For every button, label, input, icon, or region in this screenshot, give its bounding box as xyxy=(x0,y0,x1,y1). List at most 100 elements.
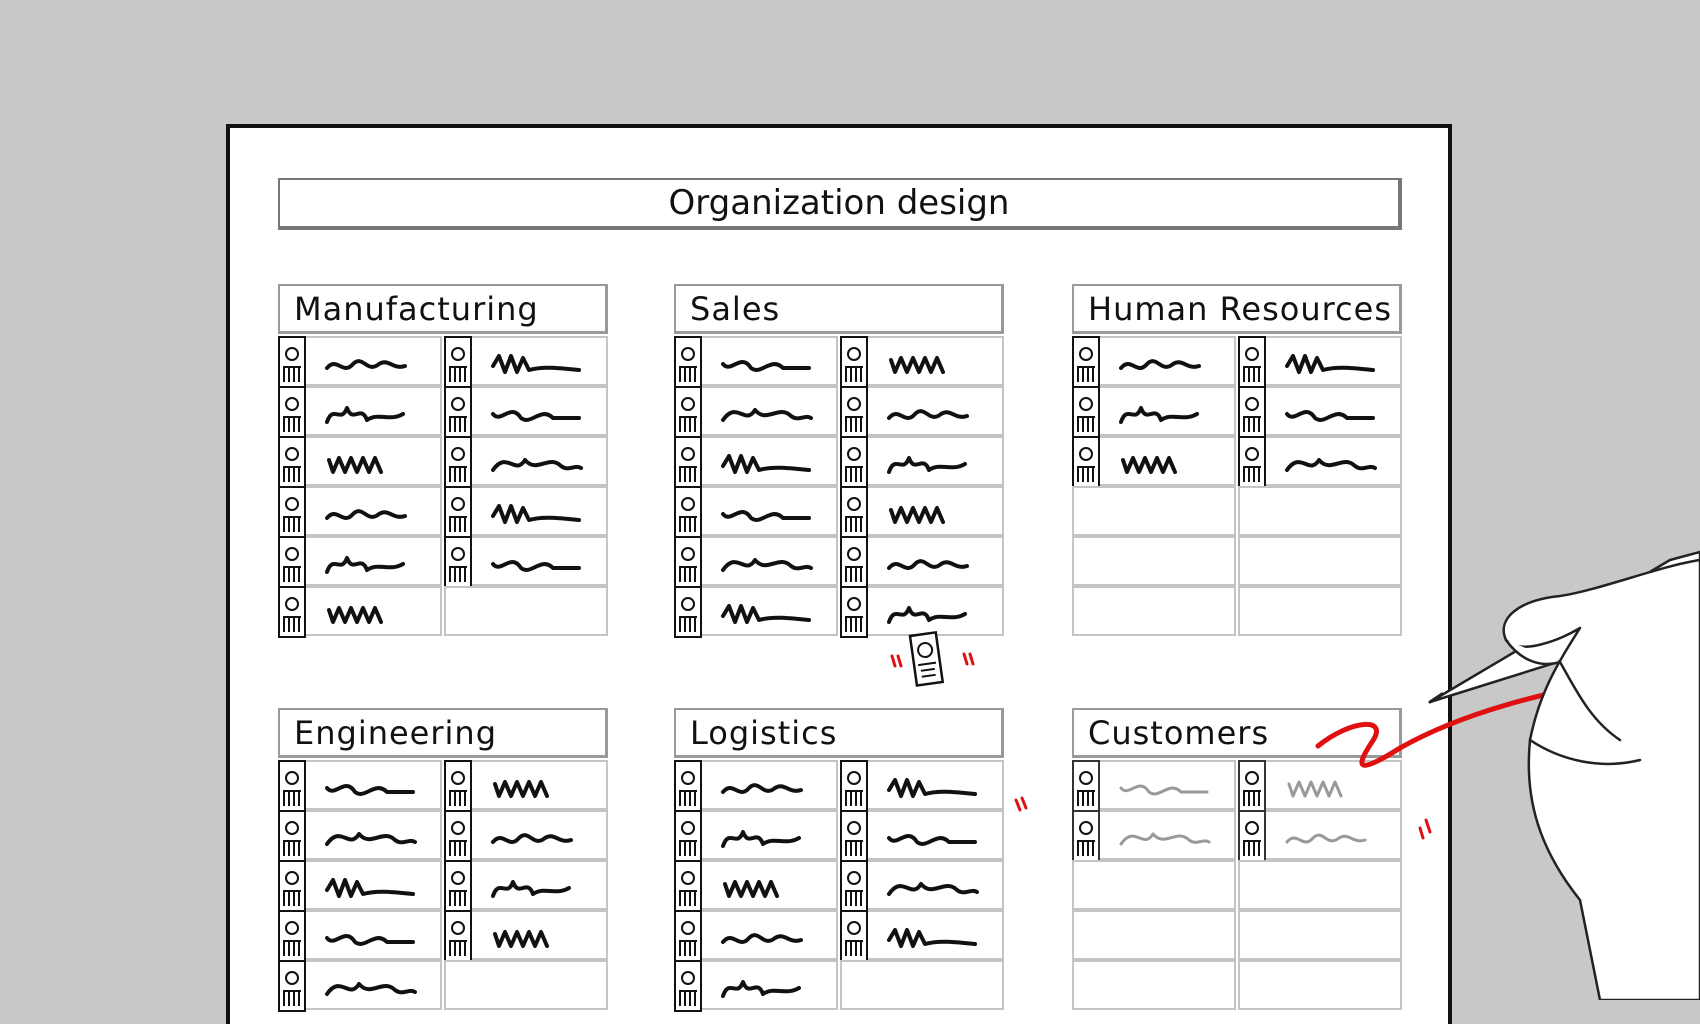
person-card-icon[interactable] xyxy=(674,960,702,1012)
person-card-icon[interactable] xyxy=(444,810,472,862)
member-slot[interactable] xyxy=(278,960,442,1012)
member-slot[interactable] xyxy=(674,860,838,912)
person-card-icon[interactable] xyxy=(840,760,868,812)
person-card-icon[interactable] xyxy=(1072,436,1100,488)
person-card-icon[interactable] xyxy=(278,810,306,862)
person-card-icon[interactable] xyxy=(444,910,472,962)
member-slot[interactable] xyxy=(674,910,838,962)
empty-slot[interactable] xyxy=(840,960,1004,1010)
person-card-icon[interactable] xyxy=(278,536,306,588)
person-card-icon[interactable] xyxy=(674,586,702,638)
member-slot[interactable] xyxy=(674,760,838,812)
person-card-icon[interactable] xyxy=(674,386,702,438)
empty-slot[interactable] xyxy=(444,960,608,1010)
member-slot[interactable] xyxy=(278,436,442,488)
member-slot[interactable] xyxy=(674,960,838,1012)
member-slot[interactable] xyxy=(278,910,442,962)
member-slot[interactable] xyxy=(444,436,608,488)
member-slot[interactable] xyxy=(840,810,1004,862)
member-slot[interactable] xyxy=(278,860,442,912)
empty-slot[interactable] xyxy=(1238,536,1402,586)
person-card-icon[interactable] xyxy=(1072,336,1100,388)
empty-slot[interactable] xyxy=(1238,860,1402,910)
member-slot[interactable] xyxy=(444,336,608,388)
person-card-icon[interactable] xyxy=(444,436,472,488)
person-card-icon[interactable] xyxy=(1238,760,1266,812)
person-card-icon[interactable] xyxy=(674,860,702,912)
empty-slot[interactable] xyxy=(1072,860,1236,910)
empty-slot[interactable] xyxy=(1072,910,1236,960)
person-card-icon[interactable] xyxy=(674,910,702,962)
person-card-icon[interactable] xyxy=(444,336,472,388)
empty-slot[interactable] xyxy=(1072,586,1236,636)
empty-slot[interactable] xyxy=(1072,486,1236,536)
person-card-icon[interactable] xyxy=(278,386,306,438)
member-slot[interactable] xyxy=(674,336,838,388)
member-slot[interactable] xyxy=(840,760,1004,812)
member-slot[interactable] xyxy=(444,386,608,438)
section-customers[interactable]: Customers xyxy=(1072,708,1402,1010)
person-card-icon[interactable] xyxy=(674,436,702,488)
person-card-icon[interactable] xyxy=(840,386,868,438)
member-slot[interactable] xyxy=(840,486,1004,538)
person-card-icon[interactable] xyxy=(1072,386,1100,438)
member-slot[interactable] xyxy=(1072,386,1236,438)
member-slot[interactable] xyxy=(278,760,442,812)
person-card-icon[interactable] xyxy=(1238,810,1266,862)
person-card-icon[interactable] xyxy=(1072,810,1100,862)
empty-slot[interactable] xyxy=(1072,536,1236,586)
person-card-icon[interactable] xyxy=(278,586,306,638)
member-slot[interactable] xyxy=(840,536,1004,588)
member-slot[interactable] xyxy=(840,436,1004,488)
person-card-icon[interactable] xyxy=(278,436,306,488)
member-slot[interactable] xyxy=(444,860,608,912)
member-slot[interactable] xyxy=(1072,336,1236,388)
empty-slot[interactable] xyxy=(1238,486,1402,536)
member-slot[interactable] xyxy=(674,536,838,588)
member-slot[interactable] xyxy=(1238,810,1402,862)
member-slot[interactable] xyxy=(840,386,1004,438)
person-card-icon[interactable] xyxy=(840,536,868,588)
person-card-icon[interactable] xyxy=(840,336,868,388)
member-slot[interactable] xyxy=(278,336,442,388)
member-slot[interactable] xyxy=(444,910,608,962)
member-slot[interactable] xyxy=(674,436,838,488)
person-card-icon[interactable] xyxy=(444,536,472,588)
empty-slot[interactable] xyxy=(1238,910,1402,960)
empty-slot[interactable] xyxy=(1238,960,1402,1010)
member-slot[interactable] xyxy=(840,910,1004,962)
person-card-icon[interactable] xyxy=(444,386,472,438)
person-card-icon[interactable] xyxy=(278,486,306,538)
person-card-icon[interactable] xyxy=(1072,760,1100,812)
section-logistics[interactable]: Logistics xyxy=(674,708,1004,1012)
person-card-icon[interactable] xyxy=(1238,336,1266,388)
person-card-icon[interactable] xyxy=(278,760,306,812)
section-engineering[interactable]: Engineering xyxy=(278,708,608,1012)
person-card-icon[interactable] xyxy=(278,910,306,962)
person-card-icon[interactable] xyxy=(840,810,868,862)
member-slot[interactable] xyxy=(444,760,608,812)
member-slot[interactable] xyxy=(674,586,838,638)
person-card-icon[interactable] xyxy=(1238,436,1266,488)
member-slot[interactable] xyxy=(840,860,1004,912)
member-slot[interactable] xyxy=(1072,760,1236,812)
member-slot[interactable] xyxy=(840,336,1004,388)
person-card-icon[interactable] xyxy=(840,586,868,638)
person-card-icon[interactable] xyxy=(1238,386,1266,438)
person-card-icon[interactable] xyxy=(674,760,702,812)
section-manufacturing[interactable]: Manufacturing xyxy=(278,284,608,638)
member-slot[interactable] xyxy=(674,386,838,438)
person-card-icon[interactable] xyxy=(674,336,702,388)
empty-slot[interactable] xyxy=(444,586,608,636)
person-card-icon[interactable] xyxy=(278,860,306,912)
member-slot[interactable] xyxy=(1238,336,1402,388)
member-slot[interactable] xyxy=(674,486,838,538)
person-card-icon[interactable] xyxy=(278,336,306,388)
member-slot[interactable] xyxy=(278,586,442,638)
member-slot[interactable] xyxy=(1072,810,1236,862)
person-card-icon[interactable] xyxy=(674,536,702,588)
member-slot[interactable] xyxy=(840,586,1004,638)
section-human-resources[interactable]: Human Resources xyxy=(1072,284,1402,636)
person-card-icon[interactable] xyxy=(278,960,306,1012)
member-slot[interactable] xyxy=(1238,386,1402,438)
